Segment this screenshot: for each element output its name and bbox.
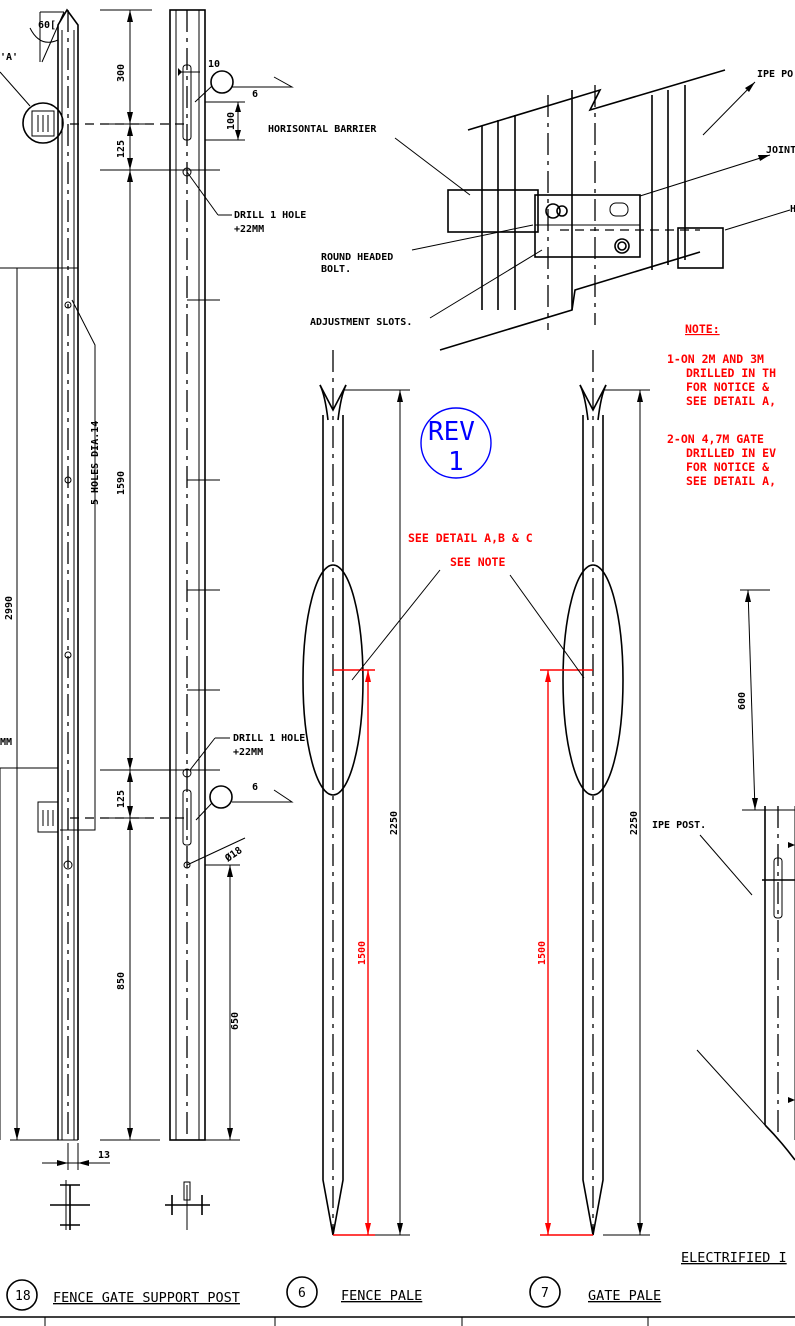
part-title-fence-pale: FENCE PALE [341, 1288, 422, 1304]
dim-2990: 2990 [4, 596, 15, 620]
note-line-3: FOR NOTICE & [686, 380, 769, 394]
note-line-4: SEE DETAIL A, [686, 394, 776, 408]
horisontal-barrier-label: HORISONTAL BARRIER [268, 124, 377, 135]
round-headed-label-2: BOLT. [321, 264, 351, 275]
dim-1500-fence: 1500 [357, 941, 368, 965]
dim-650: 650 [230, 1012, 241, 1030]
adjustment-slots-label: ADJUSTMENT SLOTS. [310, 317, 412, 328]
support-post-front [0, 8, 96, 1140]
drill-top-1: DRILL 1 HOLE [234, 210, 306, 221]
post-bottom-section [42, 1143, 110, 1230]
dim-13: 13 [98, 1150, 110, 1161]
detail-ref-label: 'A' [0, 52, 18, 63]
dim-1500-gate: 1500 [537, 941, 548, 965]
note-line-6: DRILLED IN EV [686, 446, 776, 460]
drill-bottom-2: +22MM [233, 747, 263, 758]
drill-bottom-1: DRILL 1 HOLE [233, 733, 305, 744]
rev-label: REV [428, 417, 475, 447]
note-line-1: 1-ON 2M AND 3M [667, 352, 764, 366]
part-number-7: 7 [541, 1286, 549, 1301]
note-line-8: SEE DETAIL A, [686, 474, 776, 488]
note-line-5: 2-ON 4,7M GATE [667, 432, 764, 446]
holes-label: 5 HOLES DIA.14 [90, 421, 101, 505]
title-table [0, 1276, 795, 1326]
h-label: H [790, 204, 795, 215]
electrified-title: ELECTRIFIED I [681, 1250, 787, 1266]
dim-300: 300 [116, 64, 127, 82]
dim-100: 100 [226, 112, 237, 130]
dim-10: 10 [208, 59, 220, 70]
part-title-gate-pale: GATE PALE [588, 1288, 661, 1304]
ipe-post-top-label: IPE PO [757, 69, 793, 80]
weld-6-bottom: 6 [252, 782, 258, 793]
fence-pale [302, 350, 441, 1236]
drill-top-2: +22MM [234, 224, 264, 235]
note-line-7: FOR NOTICE & [686, 460, 769, 474]
joint-detail [394, 69, 791, 351]
dim-125-top: 125 [116, 140, 127, 158]
ipe-post-detail [696, 589, 795, 1161]
text-labels: 60[ 'A' 300 125 1590 2990 MM 125 850 13 … [0, 20, 795, 1306]
dim-850: 850 [116, 972, 127, 990]
left-dimensions [0, 10, 133, 1140]
weld-6-top: 6 [252, 89, 258, 100]
dim-2250-fence: 2250 [389, 811, 400, 835]
part-number-6: 6 [298, 1286, 306, 1301]
horizontal-dimension-lines [10, 9, 220, 1141]
gate-pale [509, 350, 650, 1236]
dim-mm-left: MM [0, 737, 12, 748]
dim-1590: 1590 [116, 471, 127, 495]
see-detail-label: SEE DETAIL A,B & C [408, 531, 533, 545]
support-post-side [165, 9, 294, 1230]
part-title-support-post: FENCE GATE SUPPORT POST [53, 1290, 240, 1306]
rev-number: 1 [448, 447, 464, 477]
dim-600: 600 [737, 692, 748, 710]
part-number-18: 18 [15, 1289, 31, 1304]
ipe-post-bottom-label: IPE POST. [652, 820, 706, 831]
note-heading: NOTE: [685, 322, 720, 336]
dim-125-bottom: 125 [116, 790, 127, 808]
joint-label: JOINT [766, 145, 795, 156]
dim-2250-gate: 2250 [629, 811, 640, 835]
note-line-2: DRILLED IN TH [686, 366, 776, 380]
round-headed-label-1: ROUND HEADED [321, 252, 393, 263]
angle-label: 60[ [38, 20, 56, 31]
see-note-label: SEE NOTE [450, 555, 505, 569]
revision-circle [420, 407, 492, 479]
